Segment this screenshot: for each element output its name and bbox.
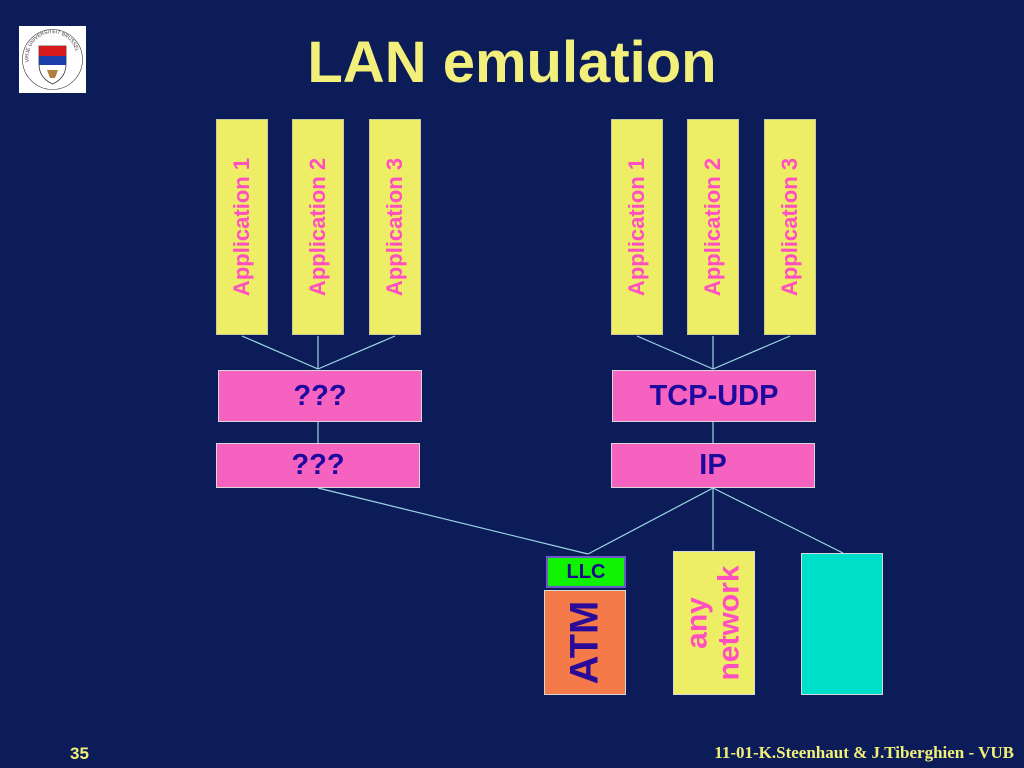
tcp-udp-layer-box: TCP-UDP xyxy=(612,370,816,422)
any-network-label: any network xyxy=(681,565,746,681)
left-application-1-box: Application 1 xyxy=(216,119,268,335)
right-application-3-box: Application 3 xyxy=(764,119,816,335)
right-application-3-label: Application 3 xyxy=(777,157,802,297)
left-application-1-label: Application 1 xyxy=(229,157,254,297)
right-application-1-box: Application 1 xyxy=(611,119,663,335)
left-lower-layer-box: ??? xyxy=(216,443,420,488)
ip-layer-box: IP xyxy=(611,443,815,488)
slide-number: 35 xyxy=(70,744,89,763)
right-application-2-box: Application 2 xyxy=(687,119,739,335)
blank-network-box xyxy=(801,553,883,695)
left-application-3-label: Application 3 xyxy=(382,157,407,297)
left-application-2-label: Application 2 xyxy=(305,157,330,297)
footer-credit: 11-01-K.Steenhaut & J.Tiberghien - VUB xyxy=(714,743,1014,762)
slide-title: LAN emulation xyxy=(307,30,717,95)
any-network-box: any network xyxy=(673,551,755,695)
left-application-3-box: Application 3 xyxy=(369,119,421,335)
llc-box: LLC xyxy=(546,556,626,588)
atm-box: ATM xyxy=(544,590,626,695)
left-application-2-box: Application 2 xyxy=(292,119,344,335)
university-seal-icon: VRIJE UNIVERSITEIT BRUSSEL xyxy=(19,26,86,93)
right-application-2-label: Application 2 xyxy=(700,157,725,297)
right-application-1-label: Application 1 xyxy=(624,157,649,297)
atm-label: ATM xyxy=(562,600,607,685)
left-upper-layer-box: ??? xyxy=(218,370,422,422)
